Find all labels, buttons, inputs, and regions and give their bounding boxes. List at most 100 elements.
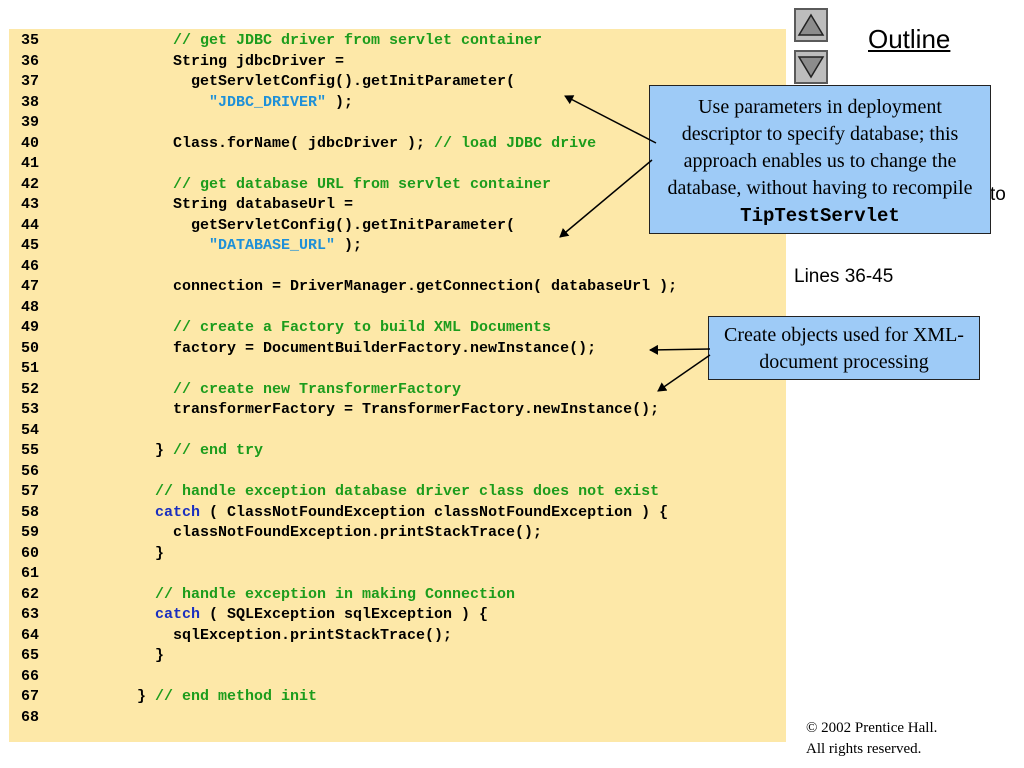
code-token-plain: getServletConfig().getInitParameter( [191,216,516,234]
line-number: 59 [21,524,40,541]
arrow-to-line-50 [649,344,711,355]
line-number: 62 [21,585,40,603]
code-line: 51 [9,359,101,379]
code-token-comment: // end try [173,442,264,459]
line-number: 37 [21,73,40,90]
code-line: 39 [9,113,101,133]
line-number: 61 [21,565,40,582]
code-token-plain: connection = DriverManager.getConnection… [173,278,678,295]
callout-xml-processing: Create objects used for XML-document pro… [708,316,980,380]
code-line: 60} [9,544,164,564]
code-text: } // end method init [137,687,317,707]
line-number: 60 [21,544,40,562]
code-token-plain: } [137,688,156,705]
code-line: 41 [9,154,101,174]
line-number: 40 [21,134,40,152]
callout-xml-text: Create objects used for XML-document pro… [724,324,964,373]
line-number: 54 [21,421,40,439]
code-token-comment: // get database URL from servlet contain… [173,175,552,193]
line-number: 67 [21,688,40,705]
code-text: // get database URL from servlet contain… [173,175,551,195]
code-token-string: "JDBC_DRIVER" [209,93,327,111]
code-token-plain: getServletConfig().getInitParameter( [191,73,516,90]
code-text: String databaseUrl = [173,195,353,215]
code-line: 48 [9,298,101,318]
code-line: 62 // handle exception in making Connecti… [9,585,515,605]
line-number: 39 [21,114,40,131]
code-token-comment: // create new TransformerFactory [173,380,462,398]
sidebar-partial-text: to [990,184,1006,205]
next-slide-button[interactable] [794,50,828,84]
code-token-plain: } [155,442,174,459]
code-text: catch ( SQLException sqlException ) { [155,605,488,625]
line-number: 50 [21,339,40,357]
line-number: 56 [21,462,40,480]
code-token-string: "DATABASE_URL" [209,237,336,254]
code-text: // create new TransformerFactory [173,380,461,400]
code-line: 47 connection = DriverManager.getConnecti… [9,277,677,297]
code-token-plain: ); [326,93,354,111]
code-text: sqlException.printStackTrace(); [173,626,452,646]
line-number: 44 [21,216,40,234]
code-line: 46 [9,257,101,277]
previous-slide-button[interactable] [794,8,828,42]
code-token-plain: String jdbcDriver = [173,52,345,70]
code-token-plain: } [155,544,165,562]
line-number: 46 [21,257,40,275]
code-text: // handle exception in making Connection [155,585,515,605]
arrow-to-line-53 [657,354,711,392]
line-number: 51 [21,360,40,377]
code-token-comment: // end method init [155,688,318,705]
line-number: 49 [21,319,40,336]
code-token-comment: // load JDBC drive [434,134,597,152]
code-line: 55} // end try [9,441,263,461]
code-text: // create a Factory to build XML Documen… [173,318,551,338]
code-line: 52// create new TransformerFactory [9,380,461,400]
code-token-plain: ( ClassNotFoundException classNotFoundEx… [200,503,669,521]
code-line: 66 [9,667,101,687]
code-token-plain: String databaseUrl = [173,196,354,213]
code-line: 58 catch ( ClassNotFoundException classNo… [9,503,668,523]
code-line: 56 [9,462,101,482]
line-number: 58 [21,503,40,521]
code-line: 68 [9,708,101,728]
code-token-plain: ( SQLException sqlException ) { [200,606,489,623]
arrow-to-line-38 [564,95,657,144]
code-line: 44 getServletConfig().getInitParameter( [9,216,515,236]
code-line: 40 Class.forName( jdbcDriver ); // load J… [9,134,596,154]
code-line: 37 getServletConfig().getInitParameter( [9,72,515,92]
code-token-keyword: catch [155,503,201,521]
code-line: 65} [9,646,164,666]
copyright-line-1: © 2002 Prentice Hall. [806,720,938,736]
code-token-plain: sqlException.printStackTrace(); [173,626,453,644]
code-line: 49 // create a Factory to build XML Docum… [9,318,551,338]
code-text: "DATABASE_URL" ); [209,236,362,256]
code-text: // get JDBC driver from servlet containe… [173,31,542,51]
code-token-plain: ); [335,237,363,254]
code-text: "JDBC_DRIVER" ); [209,93,353,113]
code-text: String jdbcDriver = [173,52,344,72]
code-token-plain: classNotFoundException.printStackTrace()… [173,524,543,541]
line-number: 57 [21,483,40,500]
code-text: // handle exception database driver clas… [155,482,659,502]
line-number: 55 [21,442,40,459]
code-token-comment: // create a Factory to build XML Documen… [173,319,552,336]
line-number: 48 [21,298,40,316]
line-number: 47 [21,278,40,295]
code-text: getServletConfig().getInitParameter( [191,72,515,92]
code-line: 38"JDBC_DRIVER" ); [9,93,353,113]
callout-deployment-descriptor: Use parameters in deployment descriptor … [649,85,991,234]
line-number: 53 [21,401,40,418]
line-number: 66 [21,667,40,685]
line-number: 42 [21,175,40,193]
code-line: 57 // handle exception database driver cl… [9,482,659,502]
code-line: 42 // get database URL from servlet conta… [9,175,551,195]
line-number: 35 [21,32,40,49]
code-line: 59 classNotFoundException.printStackTrace… [9,523,542,543]
code-token-plain: Class.forName( jdbcDriver ); [173,134,435,152]
